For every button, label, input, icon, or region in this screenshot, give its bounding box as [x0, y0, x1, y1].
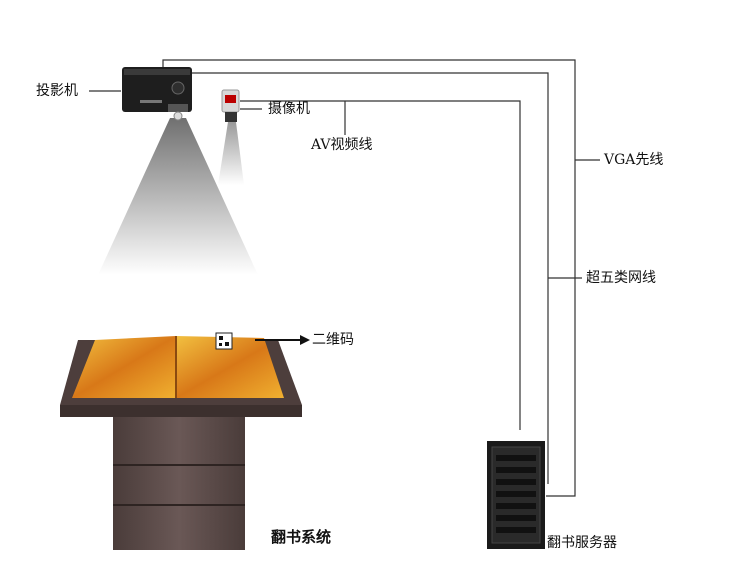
- network-cable-label: 超五类网线: [586, 270, 656, 286]
- cables: [89, 59, 600, 497]
- network-cable: [191, 72, 549, 484]
- book-left-page: [72, 336, 176, 398]
- vga-cable-label: VGA先线: [604, 152, 664, 168]
- camera-cone: [218, 122, 244, 185]
- av-cable: [240, 100, 521, 430]
- camera-label: 摄像机: [268, 101, 310, 117]
- camera: [221, 89, 240, 122]
- projector-beam: [98, 118, 258, 275]
- vga-cable: [162, 59, 576, 497]
- book-table: [60, 332, 310, 550]
- av-cable-label: AV视频线: [311, 137, 373, 153]
- server: [487, 441, 545, 549]
- qr-code-mark: [215, 332, 233, 350]
- qr-code-label: 二维码: [312, 332, 354, 348]
- book-system-label: 翻书系统: [271, 528, 332, 546]
- server-label: 翻书服务器: [547, 535, 617, 551]
- book-right-page: [176, 336, 284, 398]
- projector: [122, 67, 192, 121]
- projector-label: 投影机: [36, 83, 78, 99]
- cabinet: [113, 417, 245, 550]
- qr-arrow: [255, 335, 310, 345]
